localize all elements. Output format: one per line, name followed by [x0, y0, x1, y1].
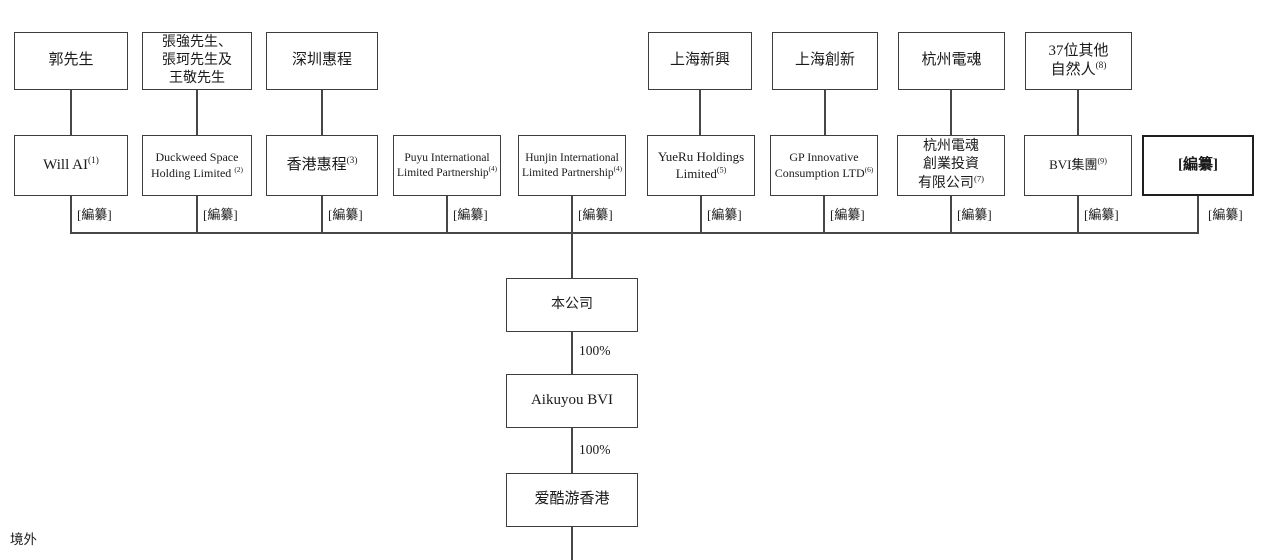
org-box-duckweed-space: Duckweed Space Holding Limited (2)	[142, 135, 252, 196]
footnote-marker: (2)	[234, 164, 243, 174]
connector-line	[571, 196, 573, 234]
org-box-37-individuals: 37位其他 自然人(8)	[1025, 32, 1132, 90]
org-box-will-ai: Will AI(1)	[14, 135, 128, 196]
redacted-percentage-label: [編纂]	[77, 207, 112, 222]
org-box-label: 上海創新	[794, 52, 855, 69]
org-box-label: Aikuyou BVI	[530, 392, 614, 409]
org-box-label: 杭州電魂	[921, 52, 982, 69]
org-box-label: 郭先生	[48, 52, 94, 69]
connector-line	[950, 196, 952, 234]
org-box-hk-huicheng: 香港惠程(3)	[266, 135, 378, 196]
org-box-yueru-holdings: YueRu Holdings Limited(5)	[647, 135, 755, 196]
org-box-company: 本公司	[506, 278, 638, 332]
org-box-label: [編纂]	[1178, 156, 1218, 173]
footnote-marker: (7)	[973, 172, 985, 183]
connector-line	[196, 196, 198, 234]
connector-line	[321, 196, 323, 234]
connector-line	[824, 90, 826, 135]
org-box-label: Puyu International Limited Partnership	[397, 151, 490, 179]
connector-line	[571, 428, 573, 473]
connector-line	[196, 90, 198, 135]
org-box-redacted-holder: [編纂]	[1142, 135, 1254, 196]
org-box-shanghai-xinxing: 上海新興	[648, 32, 752, 90]
org-box-shanghai-chuangxin: 上海創新	[772, 32, 878, 90]
org-box-hangzhou-dianhun: 杭州電魂	[898, 32, 1005, 90]
redacted-percentage-label: [編纂]	[707, 207, 742, 222]
org-box-label: 深圳惠程	[291, 52, 352, 69]
connector-line	[446, 196, 448, 234]
redacted-percentage-label: [編纂]	[957, 207, 992, 222]
footnote-marker: (8)	[1095, 61, 1107, 71]
redacted-percentage-label: [編纂]	[578, 207, 613, 222]
org-box-label: 爱酷游香港	[534, 491, 610, 508]
connector-line	[1077, 90, 1079, 135]
ownership-percentage-label: 100%	[579, 343, 611, 358]
org-box-label: 杭州電魂 創業投資 有限公司	[917, 139, 979, 191]
connector-line	[70, 90, 72, 135]
org-box-label: Will AI	[43, 156, 88, 173]
redacted-percentage-label: [編纂]	[453, 207, 488, 222]
org-box-label: Duckweed Space Holding Limited	[150, 149, 239, 180]
connector-line	[571, 232, 573, 278]
org-box-aikuyou-hk: 爱酷游香港	[506, 473, 638, 527]
org-box-gp-innovative: GP Innovative Consumption LTD(6)	[770, 135, 878, 196]
org-box-hunjin-partnership: Hunjin International Limited Partnership…	[518, 135, 626, 196]
redacted-percentage-label: [編纂]	[830, 207, 865, 222]
connector-line	[1077, 196, 1079, 234]
redacted-percentage-label: [編纂]	[203, 207, 238, 222]
org-box-label: 37位其他 自然人	[1048, 42, 1109, 79]
redacted-percentage-label: [編纂]	[1084, 207, 1119, 222]
footnote-marker: (5)	[716, 165, 727, 175]
footnote-marker: (9)	[1097, 156, 1107, 166]
org-box-label: 香港惠程	[286, 156, 347, 173]
org-box-shenzhen-huicheng: 深圳惠程	[266, 32, 378, 90]
org-box-zhang-group: 張強先生、 張珂先生及 王敬先生	[142, 32, 252, 90]
connector-line	[70, 196, 72, 234]
org-box-label: YueRu Holdings Limited	[657, 148, 745, 181]
connector-line	[699, 90, 701, 135]
connector-line	[571, 527, 573, 560]
connector-line	[1197, 196, 1199, 234]
org-box-hangzhou-dianhun-venture: 杭州電魂 創業投資 有限公司(7)	[897, 135, 1005, 196]
footnote-marker: (1)	[87, 155, 99, 166]
org-box-label: 本公司	[551, 296, 593, 312]
connector-line	[700, 196, 702, 234]
connector-line	[950, 90, 952, 135]
connector-line	[823, 196, 825, 234]
org-box-puyu-partnership: Puyu International Limited Partnership(4…	[393, 135, 501, 196]
org-box-label: 張強先生、 張珂先生及 王敬先生	[162, 34, 232, 87]
connector-line	[321, 90, 323, 135]
bus-line	[70, 232, 1199, 234]
footnote-marker: (3)	[346, 155, 358, 166]
footnote-marker: (4)	[488, 164, 497, 173]
redacted-percentage-label: [編纂]	[328, 207, 363, 222]
footnote-marker: (6)	[864, 164, 874, 174]
org-box-bvi-group: BVI集團(9)	[1024, 135, 1132, 196]
org-box-aikuyou-bvi: Aikuyou BVI	[506, 374, 638, 428]
org-box-label: BVI集團	[1049, 157, 1098, 173]
org-box-mr-guo: 郭先生	[14, 32, 128, 90]
connector-line	[571, 332, 573, 374]
ownership-percentage-label: 100%	[579, 442, 611, 457]
redacted-percentage-label: [編纂]	[1208, 207, 1243, 222]
org-box-label: Hunjin International Limited Partnership	[522, 151, 619, 179]
offshore-region-label: 境外	[10, 532, 37, 547]
org-box-label: GP Innovative Consumption LTD	[774, 149, 865, 180]
footnote-marker: (4)	[613, 164, 622, 173]
org-box-label: 上海新興	[669, 52, 730, 69]
